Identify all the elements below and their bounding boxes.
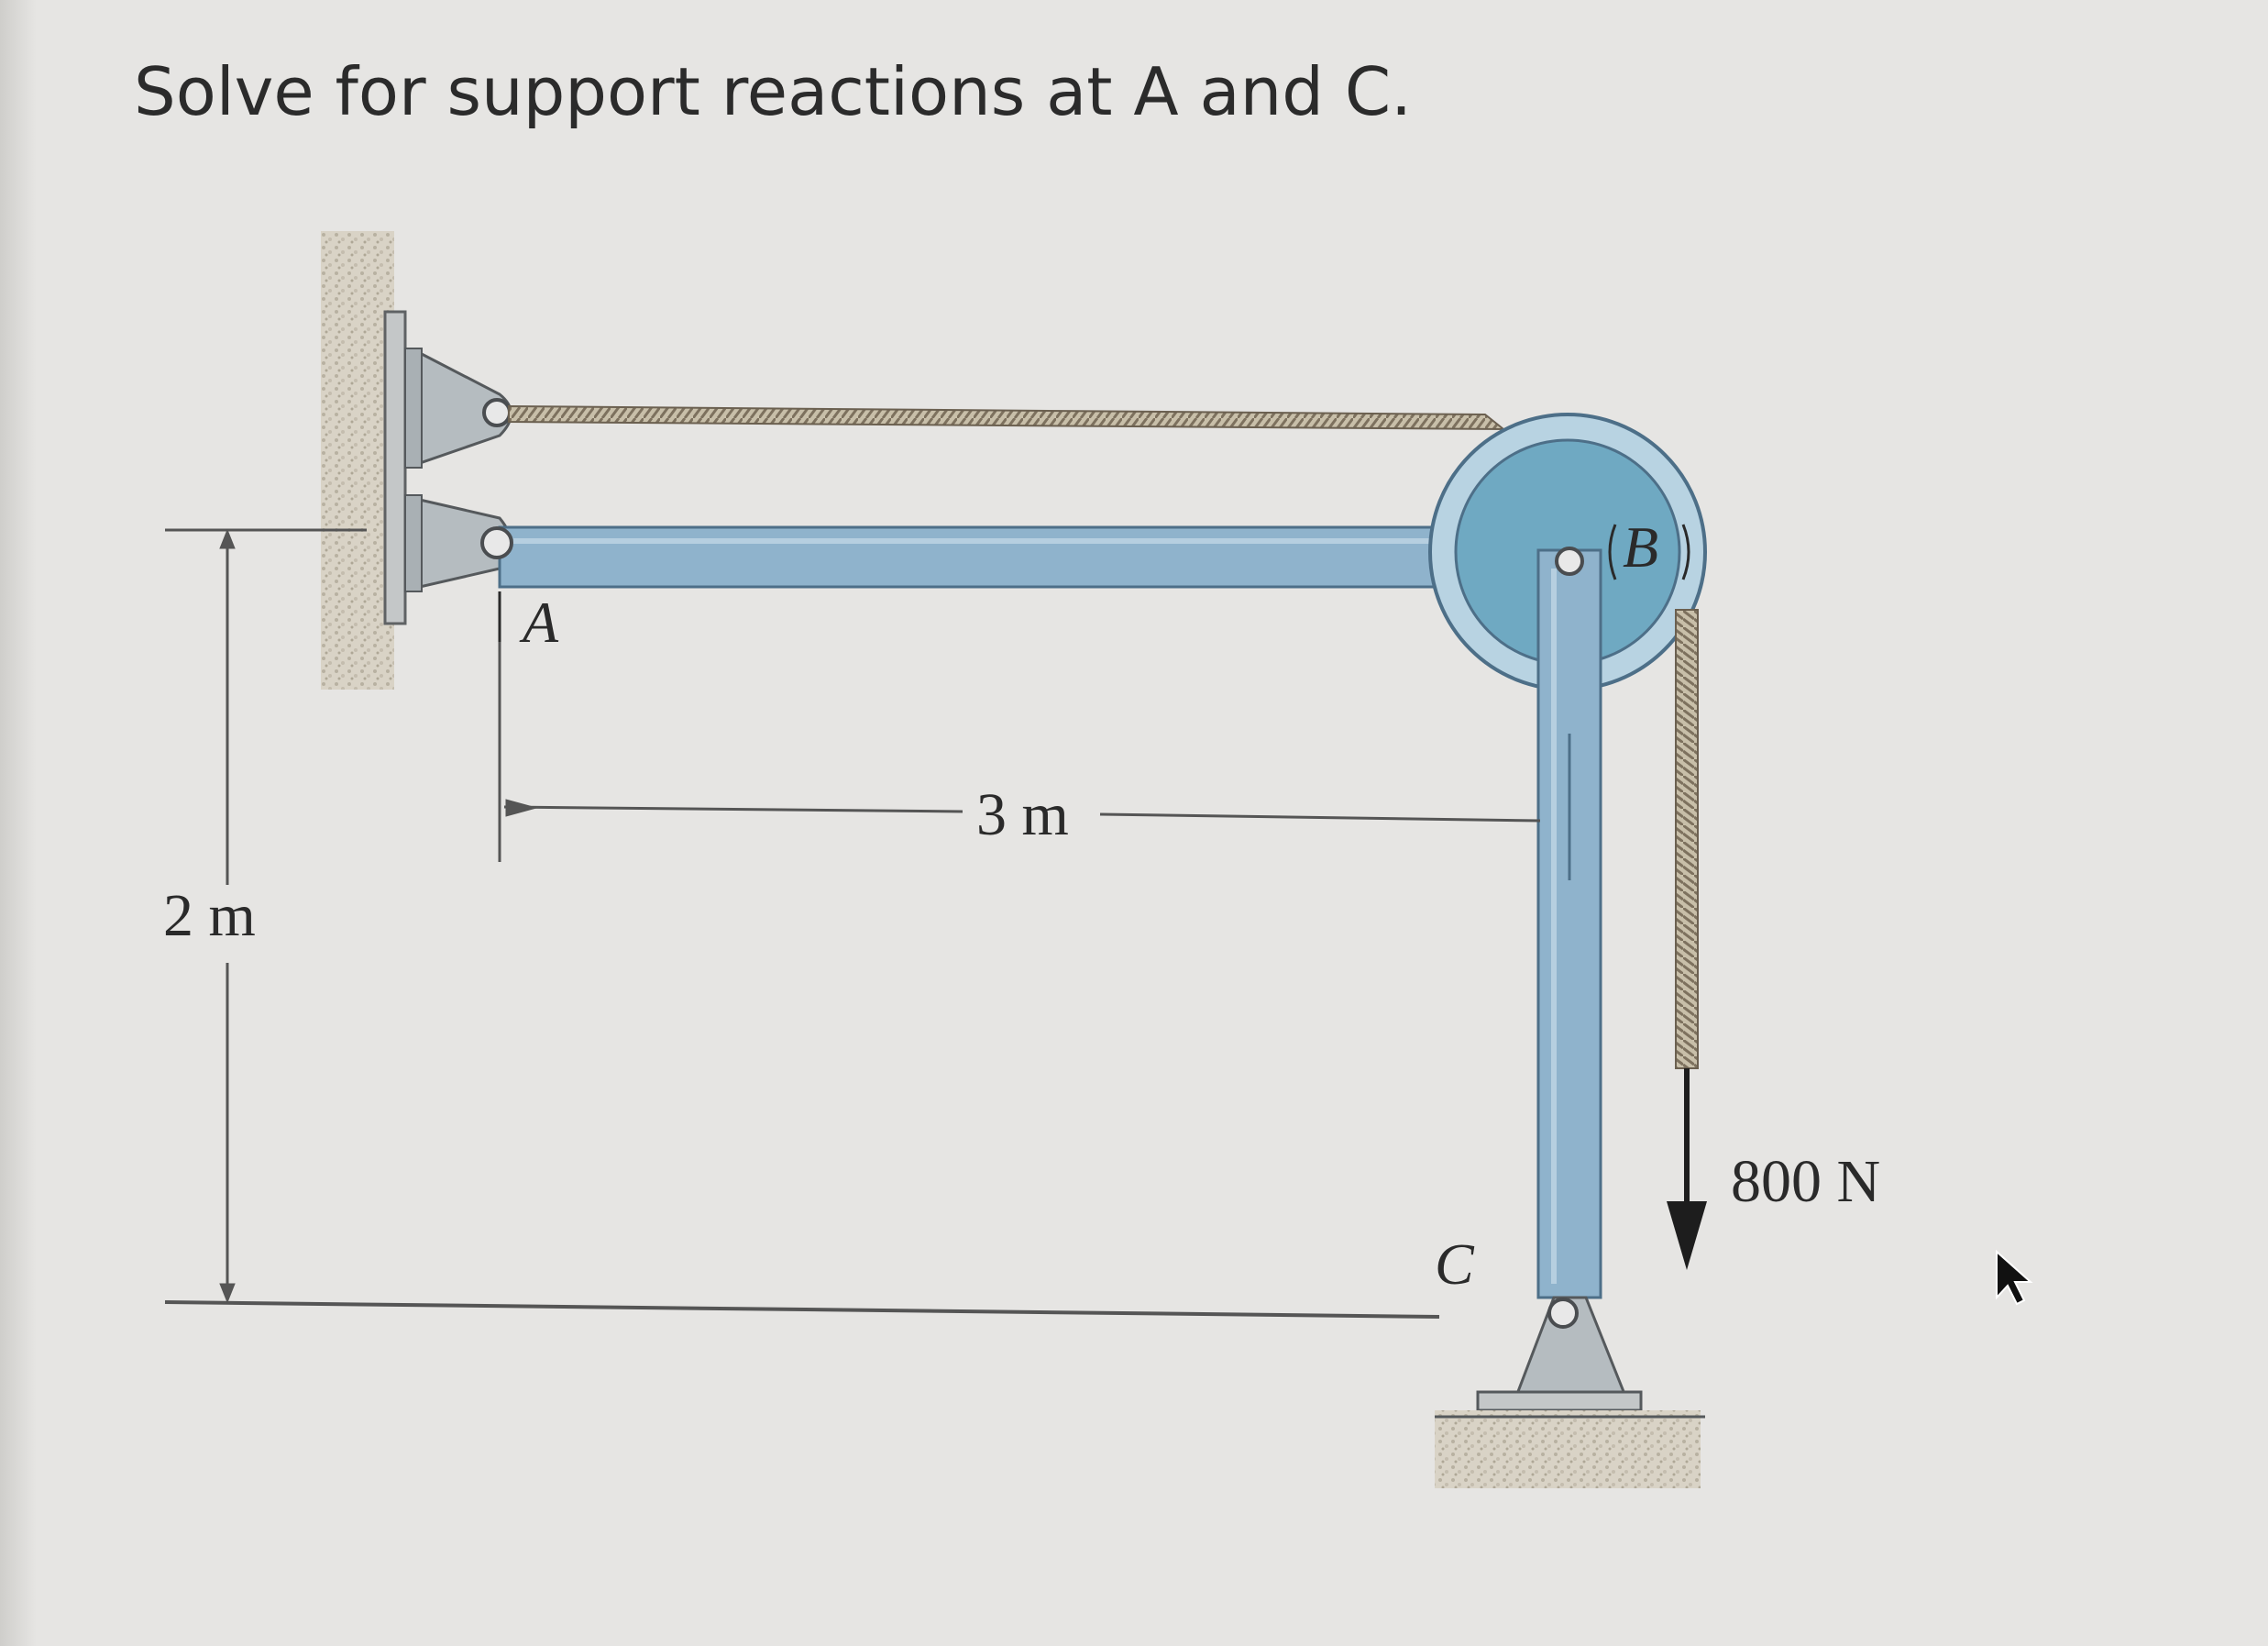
pin-c (1547, 1298, 1579, 1329)
label-b: B (1623, 514, 1658, 580)
upper-pin (482, 398, 512, 427)
wall-support (321, 231, 407, 690)
wall-plate (383, 310, 407, 625)
label-load: 800 N (1731, 1148, 1880, 1215)
pin-a (480, 526, 513, 559)
label-a: A (519, 590, 559, 655)
label-b-bracket-left (1608, 524, 1617, 580)
label-dim-vertical: 2 m (163, 882, 256, 949)
label-b-bracket-right (1681, 524, 1690, 580)
label-c: C (1435, 1232, 1475, 1297)
member-bc (1536, 548, 1602, 1299)
label-dim-horizontal: 3 m (976, 781, 1069, 848)
rope-vertical (1675, 609, 1699, 1069)
wall-hatch (321, 231, 394, 690)
dimension-lines (164, 528, 1541, 1319)
question-text: Solve for support reactions at A and C. (134, 53, 1412, 130)
pin-support-c (1435, 1296, 1705, 1488)
rope-horizontal (508, 404, 1506, 431)
lower-bracket (404, 494, 512, 592)
pin-b (1555, 547, 1584, 576)
upper-bracket (404, 348, 512, 469)
cursor-icon (1996, 1249, 2033, 1306)
photo-edge-shadow (0, 0, 37, 1646)
member-ab (498, 525, 1450, 589)
load-arrow (1667, 1068, 1707, 1270)
